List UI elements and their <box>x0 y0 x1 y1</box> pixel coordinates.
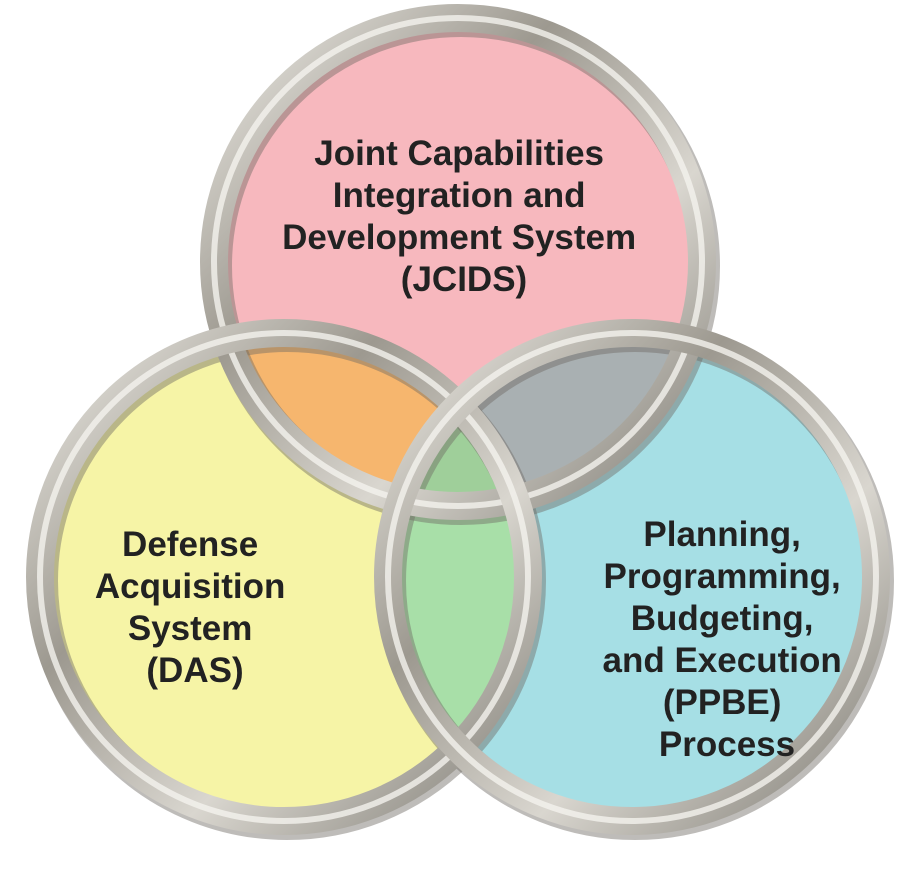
jcids-label-line: Integration and <box>333 176 586 215</box>
ppbe-label-line: Programming, <box>604 557 841 596</box>
ppbe-ring-highlight <box>385 330 879 824</box>
jcids-label: Joint Capabilities Integration and Devel… <box>282 134 646 299</box>
jcids-label-line: Joint Capabilities <box>314 134 604 173</box>
ppbe-label-line: Process <box>659 725 795 764</box>
ppbe-label: Planning, Programming, Budgeting, and Ex… <box>603 515 852 764</box>
das-ring-highlight <box>37 330 531 824</box>
jcids-ring-highlight <box>211 15 705 509</box>
ppbe-label-line: Planning, <box>643 515 801 554</box>
das-label-line: (DAS) <box>146 651 243 690</box>
ppbe-label-line: and Execution <box>603 641 842 680</box>
jcids-label-line: (JCIDS) <box>401 260 527 299</box>
das-label-line: System <box>128 609 253 648</box>
das-label: Defense Acquisition System (DAS) <box>95 525 295 690</box>
ppbe-label-line: Budgeting, <box>631 599 814 638</box>
ppbe-label-line: (PPBE) <box>663 683 782 722</box>
jcids-label-line: Development System <box>282 218 636 257</box>
rings <box>26 4 894 840</box>
das-label-line: Defense <box>122 525 258 564</box>
das-label-line: Acquisition <box>95 567 286 606</box>
